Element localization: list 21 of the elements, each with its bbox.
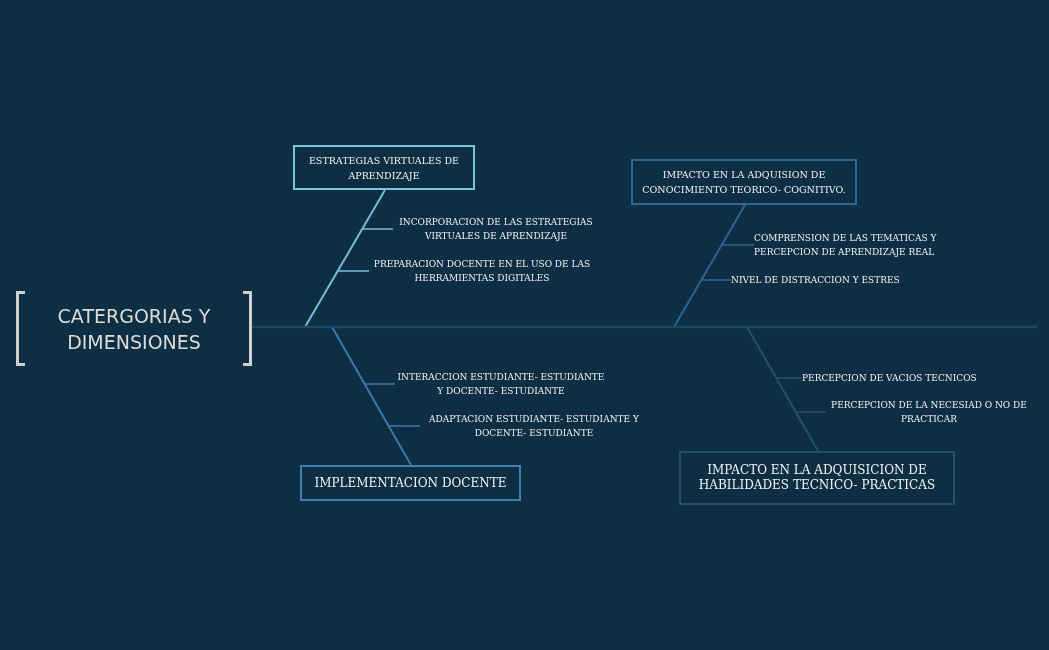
rib-line [720,244,755,246]
rib-line [363,383,396,385]
rib-line [361,228,394,230]
dimension-label: PERCEPCION DE VACIOS TECNICOS [802,371,977,385]
category-box: IMPACTO EN LA ADQUISION DE CONOCIMIENTO TEORICO- COGNITIVO. [631,159,857,205]
bracketed-title: CATERGORIAS Y DIMENSIONES [16,291,252,366]
dimension-label: INTERACCION ESTUDIANTE- ESTUDIANTE Y DOCENTE- ESTUDIANTE [395,370,607,398]
dimension-label: INCORPORACION DE LAS ESTRATEGIAS VIRTUALES DE APRENDIZAJE [393,215,599,243]
dimension-label: ADAPTACION ESTUDIANTE- ESTUDIANTE Y DOCENTE- ESTUDIANTE [420,412,648,440]
category-box: IMPACTO EN LA ADQUISICION DE HABILIDADES TECNICO- PRACTICAS [679,451,955,505]
category-box: ESTRATEGIAS VIRTUALES DE APRENDIZAJE [293,145,475,190]
dimension-label: NIVEL DE DISTRACCION Y ESTRES [731,273,900,287]
rib-line [700,279,732,281]
rib-line [794,411,827,413]
category-box: IMPLEMENTACION DOCENTE [300,465,521,501]
rib-line [336,270,370,272]
rib-line [387,425,421,427]
rib-line [775,377,803,379]
dimension-label: PREPARACION DOCENTE EN EL USO DE LAS HERRAMIENTAS DIGITALES [369,257,595,285]
dimension-label: PERCEPCION DE LA NECESIAD O NO DE PRACTICAR [826,398,1032,426]
dimension-label: COMPRENSION DE LAS TEMATICAS Y PERCEPCION DE APRENDIZAJE REAL [754,231,950,259]
